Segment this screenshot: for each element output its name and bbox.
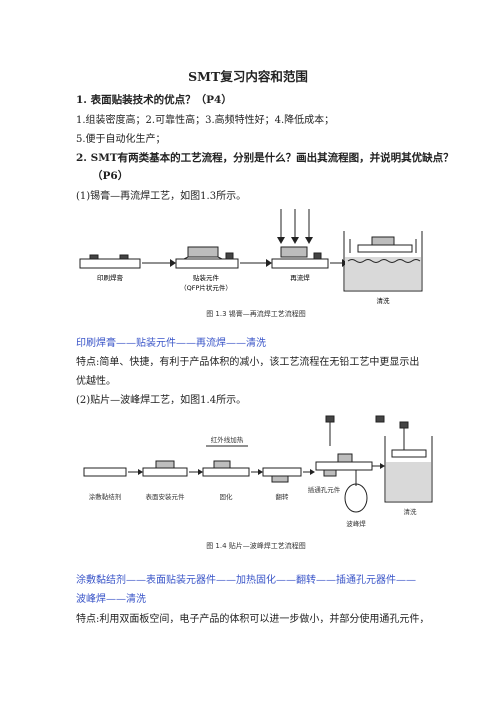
figure-1-4-caption: 图 1.4 贴片—波峰焊工艺流程图 xyxy=(206,541,306,550)
figure-1-3-diagram: 印刷焊膏 贴装元件 （QFP片状元件） 再流焊 清洗 图 1.3 锡膏—再流焊工… xyxy=(79,209,423,318)
cleaning-tank xyxy=(343,231,423,292)
process-1-feature-line-2: 优越性。 xyxy=(76,376,116,387)
process-1-intro: (1)锡膏—再流焊工艺，如图1.3所示。 xyxy=(76,191,247,202)
label-surface-mount: 表面安装元件 xyxy=(146,492,186,501)
pcb-board xyxy=(142,467,188,477)
pcb-board xyxy=(315,461,373,471)
label-reflow: 再流焊 xyxy=(290,273,310,282)
question-2-heading: 2. SMT有两类基本的工艺流程，分别是什么？画出其流程图，并说明其优缺点？ xyxy=(76,152,454,164)
label-print-paste: 印刷焊膏 xyxy=(97,273,124,282)
process-1-feature-line-1: 特点:简单、快捷，有利于产品体积的减小，该工艺流程在无铅工艺中更显示出 xyxy=(76,357,420,368)
label-place-component: 贴装元件 xyxy=(193,273,220,282)
label-qfp: （QFP片状元件） xyxy=(180,283,232,292)
question-2-heading-cont: （P6） xyxy=(92,170,129,182)
label-cure: 固化 xyxy=(220,492,234,501)
qfp-component xyxy=(187,246,219,258)
pcb-board xyxy=(83,467,127,477)
figure-1-3-caption: 图 1.3 锡膏—再流焊工艺流程图 xyxy=(206,309,306,318)
label-infrared-heating: 红外线加热 xyxy=(211,435,244,444)
process-2-feature-line-1: 特点:利用双面板空间，电子产品的体积可以进一步做小，并部分使用通孔元件， xyxy=(76,614,430,625)
label-wave-solder: 波峰焊 xyxy=(346,519,366,528)
q1-answer-line-1: 1.组装密度高；2.可靠性高；3.高频特性好；4.降低成本； xyxy=(76,115,335,126)
wave-solder-pot xyxy=(344,483,368,513)
process-1-flow: 印刷焊膏——贴装元件——再流焊——清洗 xyxy=(76,338,266,349)
figure-1-4-diagram: 红外线加热 涂敷黏结剂 表面安装元件 固化 翻转 插通孔元件 波峰焊 清洗 图 … xyxy=(83,415,433,550)
process-2-flow-line-2: 波峰焊——清洗 xyxy=(76,594,146,605)
label-apply-adhesive: 涂敷黏结剂 xyxy=(89,492,122,501)
process-2-flow-line-1: 涂敷黏结剂——表面贴装元器件——加热固化——翻转——插通孔元器件—— xyxy=(76,575,416,586)
page-title: SMT复习内容和范围 xyxy=(188,69,308,84)
pcb-board xyxy=(79,258,141,269)
label-clean: 清洗 xyxy=(377,296,391,305)
process-2-intro: (2)贴片—波峰焊工艺，如图1.4所示。 xyxy=(76,395,247,406)
label-clean: 清洗 xyxy=(404,507,418,516)
question-1-heading: 1. 表面贴装技术的优点？（P4） xyxy=(76,94,232,106)
label-insert-through-hole: 插通孔元件 xyxy=(308,485,341,494)
pcb-board xyxy=(271,258,329,269)
label-flip: 翻转 xyxy=(276,492,290,501)
pcb-board xyxy=(202,467,250,477)
pcb-board xyxy=(262,467,302,477)
pcb-board xyxy=(175,258,239,269)
q1-answer-line-2: 5.便于自动化生产； xyxy=(76,134,166,145)
cleaning-tank xyxy=(384,436,433,503)
